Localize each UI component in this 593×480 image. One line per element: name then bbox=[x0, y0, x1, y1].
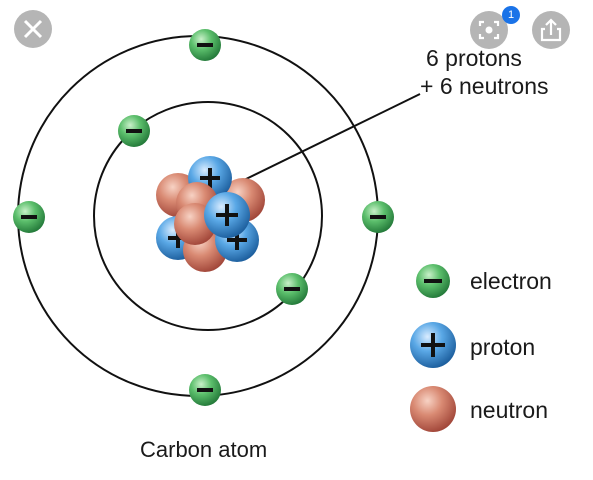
pointer-line bbox=[243, 93, 421, 181]
electron-particle bbox=[362, 201, 394, 233]
inner-orbit bbox=[93, 101, 323, 331]
share-button[interactable] bbox=[532, 11, 570, 49]
electron-particle bbox=[276, 273, 308, 305]
diagram-caption: Carbon atom bbox=[140, 437, 268, 462]
legend-label-proton: proton bbox=[470, 334, 536, 360]
electron-particle bbox=[118, 115, 150, 147]
electron-particle bbox=[189, 29, 221, 61]
electron-particle bbox=[13, 201, 45, 233]
proton-icon bbox=[410, 322, 456, 368]
nucleus-label-line1: 6 protons bbox=[426, 45, 522, 71]
share-icon bbox=[540, 18, 562, 42]
electron-particle bbox=[189, 374, 221, 406]
nucleus-label: 6 protons + 6 neutrons bbox=[420, 44, 549, 100]
electron-icon bbox=[416, 264, 450, 298]
legend-label-neutron: neutron bbox=[470, 397, 549, 423]
nucleus-label-line2: + 6 neutrons bbox=[420, 73, 549, 99]
close-icon bbox=[23, 19, 43, 39]
legend-label-electron: electron bbox=[470, 268, 552, 294]
notification-badge: 1 bbox=[502, 6, 520, 24]
lens-button[interactable] bbox=[470, 11, 508, 49]
nucleus bbox=[156, 156, 265, 272]
neutron-icon bbox=[410, 386, 456, 432]
close-button[interactable] bbox=[14, 10, 52, 48]
lens-icon bbox=[478, 20, 500, 40]
proton-particle bbox=[204, 192, 250, 238]
